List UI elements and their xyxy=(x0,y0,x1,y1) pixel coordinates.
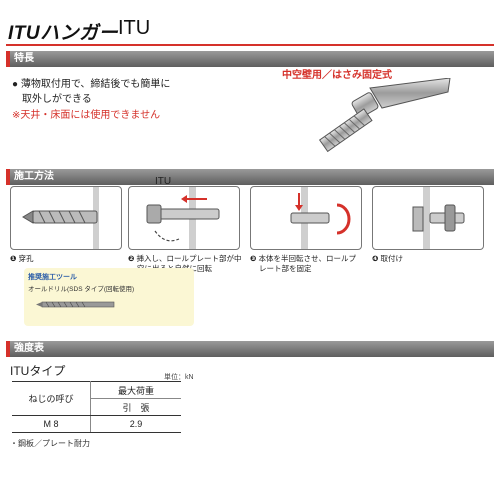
step-4-panel xyxy=(372,186,484,250)
tool-drill-bit-icon xyxy=(36,301,115,308)
step-1-caption: ❶ 穿孔 xyxy=(10,254,122,264)
column-header-tension: 引 張 xyxy=(90,398,181,416)
step-3-panel xyxy=(250,186,362,250)
table-header-row-1: ねじの呼び 最大荷重 xyxy=(12,381,181,416)
recommended-tool-box xyxy=(24,268,194,326)
unit-note: 単位：kN xyxy=(164,374,194,381)
step-2-panel xyxy=(128,186,240,250)
step-4-caption: ❹ 取付け xyxy=(372,254,484,264)
tool-description: オールドリル(SDS タイプ(回転使用) xyxy=(28,286,135,293)
step-2-text-1: 挿入し、ロールプレート部が中 xyxy=(136,254,242,263)
strength-table: ねじの呼び 最大荷重 引 張 M 8 2.9 xyxy=(12,381,181,433)
table-footnote: ・鋼板／プレート耐力 xyxy=(10,439,90,448)
product-title: 中空壁用／はさみ固定式 xyxy=(282,70,392,81)
step-1-text: 穿孔 xyxy=(18,254,34,263)
step-3-text-1: 本体を半回転させ、ロールプ xyxy=(258,254,356,263)
brand-logo: ITUハンガー xyxy=(8,23,119,44)
feature-warning: ※天井・床面には使用できません xyxy=(12,110,161,121)
step-3-number: ❸ xyxy=(250,254,257,263)
feature-line-1: ● 薄物取付用で、締結後でも簡単に xyxy=(12,79,171,90)
step-4-number: ❹ xyxy=(372,254,379,263)
header-divider xyxy=(6,44,494,46)
drill-bit-icon xyxy=(22,187,99,249)
table-header-row-2: 引 張 xyxy=(12,398,181,416)
step-1-panel xyxy=(10,186,122,250)
feature-line-2: 取外しができる xyxy=(22,94,92,105)
table-row: M 8 2.9 xyxy=(12,415,181,433)
tool-title: 推奨施工ツール xyxy=(28,274,77,281)
step-3-text-2: レート部を固定 xyxy=(259,264,312,273)
step-1-number: ❶ xyxy=(10,254,17,263)
rotate-lock-illustration xyxy=(290,187,351,249)
attach-fixture-illustration xyxy=(412,187,465,249)
step-4-text: 取付け xyxy=(380,254,403,263)
cell-tension: 2.9 xyxy=(90,415,181,433)
cell-thread: M 8 xyxy=(12,415,91,433)
step-2-number: ❷ xyxy=(128,254,135,263)
step-3-caption: ❸ 本体を半回転させ、ロールプ レート部を固定 xyxy=(250,254,368,274)
insert-hanger-illustration xyxy=(146,187,220,249)
section-header-features: 特長 xyxy=(6,51,494,67)
hanger-bolt-illustration xyxy=(318,78,451,153)
column-header-thread: ねじの呼び xyxy=(12,381,91,416)
column-header-max-load: 最大荷重 xyxy=(90,381,181,399)
table-caption: ITUタイプ xyxy=(10,364,66,378)
product-code: ITU xyxy=(118,17,151,39)
section-header-strength: 強度表 xyxy=(6,341,494,357)
section-header-method: 施工方法 xyxy=(6,169,494,185)
itu-label: ITU xyxy=(155,176,172,187)
